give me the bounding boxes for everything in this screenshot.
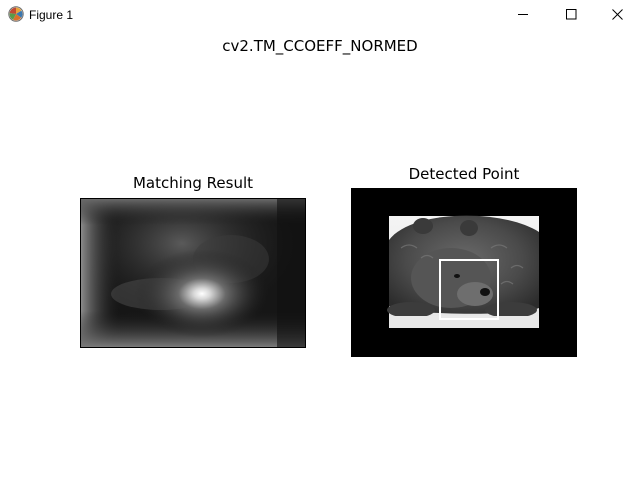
minimize-icon — [517, 9, 529, 20]
maximize-icon — [565, 9, 577, 20]
figure-suptitle: cv2.TM_CCOEFF_NORMED — [222, 37, 418, 55]
matplotlib-icon — [8, 6, 24, 22]
window-title: Figure 1 — [29, 8, 74, 22]
close-icon — [611, 9, 623, 20]
maximize-button[interactable] — [548, 0, 594, 29]
detection-rectangle — [439, 259, 499, 320]
figure-canvas[interactable]: cv2.TM_CCOEFF_NORMED Matching Result — [0, 30, 638, 481]
minimize-button[interactable] — [500, 0, 546, 29]
detected-point-image — [351, 188, 577, 357]
close-button[interactable] — [594, 0, 638, 29]
matching-result-title: Matching Result — [132, 174, 254, 192]
detected-point-title: Detected Point — [408, 165, 520, 183]
matching-result-heatmap — [80, 198, 306, 348]
title-bar[interactable]: Figure 1 — [0, 0, 638, 30]
